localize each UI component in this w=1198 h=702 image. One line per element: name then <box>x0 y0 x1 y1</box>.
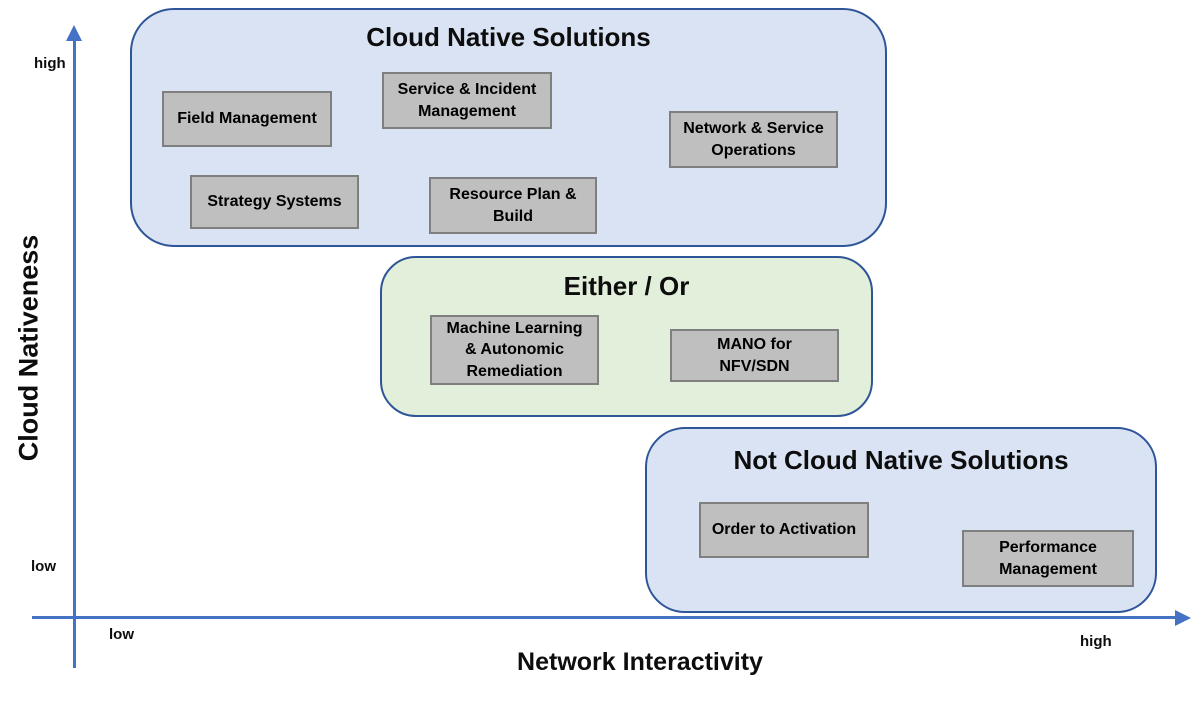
box-network-service-operations: Network & Service Operations <box>669 111 838 168</box>
box-performance-management: Performance Management <box>962 530 1134 587</box>
y-axis-low-label: low <box>31 558 56 575</box>
region-title-not-cloud-native: Not Cloud Native Solutions <box>733 445 1069 475</box>
y-axis-arrowhead-icon <box>66 25 82 41</box>
x-axis-arrowhead-icon <box>1175 610 1191 626</box>
y-axis-line <box>73 40 76 668</box>
box-mano-for-nfv-sdn: MANO for NFV/SDN <box>670 329 839 382</box>
x-axis-title: Network Interactivity <box>517 648 763 676</box>
box-order-to-activation: Order to Activation <box>699 502 869 558</box>
region-title-cloud-native: Cloud Native Solutions <box>366 22 651 52</box>
box-service-incident-management: Service & Incident Management <box>382 72 552 129</box>
x-axis-low-label: low <box>109 626 134 643</box>
box-strategy-systems: Strategy Systems <box>190 175 359 229</box>
y-axis-title: Cloud Nativeness <box>13 234 44 462</box>
box-resource-plan-build: Resource Plan & Build <box>429 177 597 234</box>
x-axis-line <box>32 616 1178 619</box>
region-title-either-or: Either / Or <box>563 271 690 301</box>
box-machine-learning-autonomic-remediation: Machine Learning & Autonomic Remediation <box>430 315 599 385</box>
y-axis-high-label: high <box>34 55 66 72</box>
box-field-management: Field Management <box>162 91 332 147</box>
region-not-cloud-native-solutions: Not Cloud Native Solutions Order to Acti… <box>645 427 1157 613</box>
x-axis-high-label: high <box>1080 633 1112 650</box>
region-cloud-native-solutions: Cloud Native Solutions Field Management … <box>130 8 887 247</box>
region-either-or: Either / Or Machine Learning & Autonomic… <box>380 256 873 417</box>
